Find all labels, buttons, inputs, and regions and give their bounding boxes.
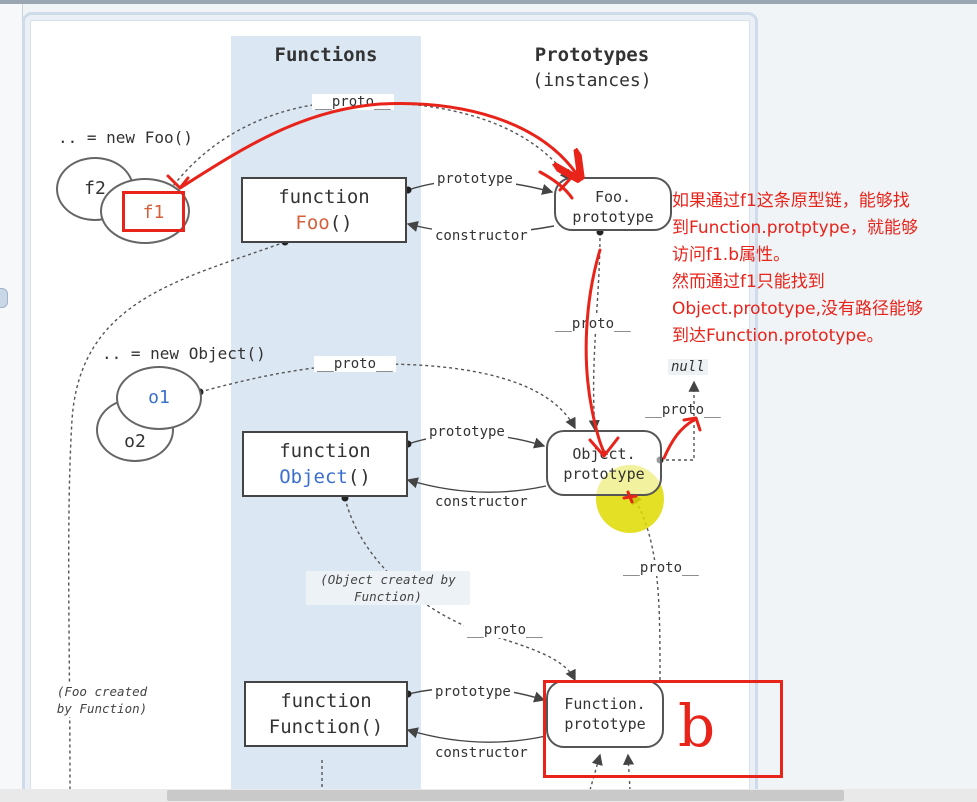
o1-proto-label: __proto__ — [314, 356, 396, 372]
null-label: null — [668, 359, 708, 375]
f1-highlight-box: f1 — [122, 191, 185, 232]
functions-column-band — [231, 36, 421, 802]
pane-collapse-handle[interactable] — [0, 288, 8, 308]
annotation-line-1: 如果通过f1这条原型链，能够找 — [672, 191, 910, 211]
function-object-proto-label: __proto__ — [464, 622, 546, 638]
functions-heading: Functions — [274, 44, 378, 66]
annotation-line-3: 访问f1.b属性。 — [672, 245, 790, 265]
function-function-box: function Function() — [244, 681, 408, 747]
function-foo-keyword: function — [278, 186, 370, 208]
object-prototype-proto-label: __proto__ — [645, 402, 721, 418]
foo-parens: () — [329, 212, 353, 234]
foo-created-note: (Foo created by Function) — [44, 683, 160, 717]
function-foo-signature: Foo() — [243, 210, 405, 236]
function-object-keyword: function — [279, 440, 371, 462]
foo-name: Foo — [295, 212, 330, 234]
annotation-line-4: 然而通过f1只能找到 — [672, 272, 825, 292]
foo-prototype-line1: Foo. — [594, 188, 632, 206]
annotation-line-5: Object.prototype,没有路径能够 — [672, 299, 924, 319]
f1-label: f1 — [142, 202, 165, 223]
function-function-name: Function() — [268, 716, 384, 738]
new-object-label: .. = new Object() — [102, 344, 266, 363]
function-prototype-line1: Function. — [564, 695, 646, 713]
f2-label: f2 — [84, 178, 106, 199]
foo-created-line2: by Function) — [56, 701, 148, 716]
function-object-box: function Object() — [242, 431, 408, 497]
object-name: Object — [279, 466, 348, 488]
function-function-keyword: function — [280, 690, 372, 712]
foo-constructor-label: constructor — [432, 228, 531, 244]
object-prototype-label: prototype — [426, 424, 508, 440]
object-created-note: (Object created by Function) — [306, 571, 470, 605]
horizontal-scrollbar-thumb[interactable] — [167, 790, 844, 801]
annotation-line-2: 到Function.protptype，就能够 — [672, 218, 918, 238]
window-top-bar — [0, 0, 977, 4]
foo-prototype-box: Foo. prototype — [554, 177, 672, 231]
o1-label: o1 — [148, 387, 170, 408]
annotation-text: 如果通过f1这条原型链，能够找 到Function.protptype，就能够 … — [672, 188, 972, 350]
o1-instance: o1 — [116, 366, 202, 430]
object-prototype-box: Object. prototype — [546, 430, 662, 496]
function-prototype-label: prototype — [432, 684, 514, 700]
object-created-line1: (Object created by — [320, 572, 456, 587]
prototypes-heading: Prototypes — [534, 44, 650, 66]
new-foo-label: .. = new Foo() — [58, 128, 193, 147]
function-foo-box: function Foo() — [241, 177, 407, 243]
foo-prototype-label: prototype — [434, 171, 516, 187]
function-constructor-label: constructor — [432, 745, 531, 761]
function-prototype-highlight-box: b — [543, 680, 783, 778]
annotation-line-6: 到达Function.prototype。 — [672, 326, 884, 346]
object-prototype-line2: prototype — [563, 465, 645, 483]
o2-label: o2 — [124, 431, 146, 452]
prototypes-subheading: (instances) — [532, 70, 652, 91]
foo-created-line1: (Foo created — [56, 684, 148, 699]
object-parens: () — [347, 466, 371, 488]
function-prototype-proto-label: __proto__ — [620, 560, 702, 576]
function-prototype-line2: prototype — [564, 715, 646, 733]
object-created-line2: Function) — [354, 589, 422, 604]
foo-prototype-line2: prototype — [572, 208, 654, 226]
f1-instance — [100, 178, 190, 244]
foo-prototype-proto-label: __proto__ — [552, 316, 634, 332]
object-constructor-label: constructor — [432, 494, 531, 510]
function-object-signature: Object() — [244, 464, 406, 490]
handwritten-b: b — [678, 692, 716, 760]
